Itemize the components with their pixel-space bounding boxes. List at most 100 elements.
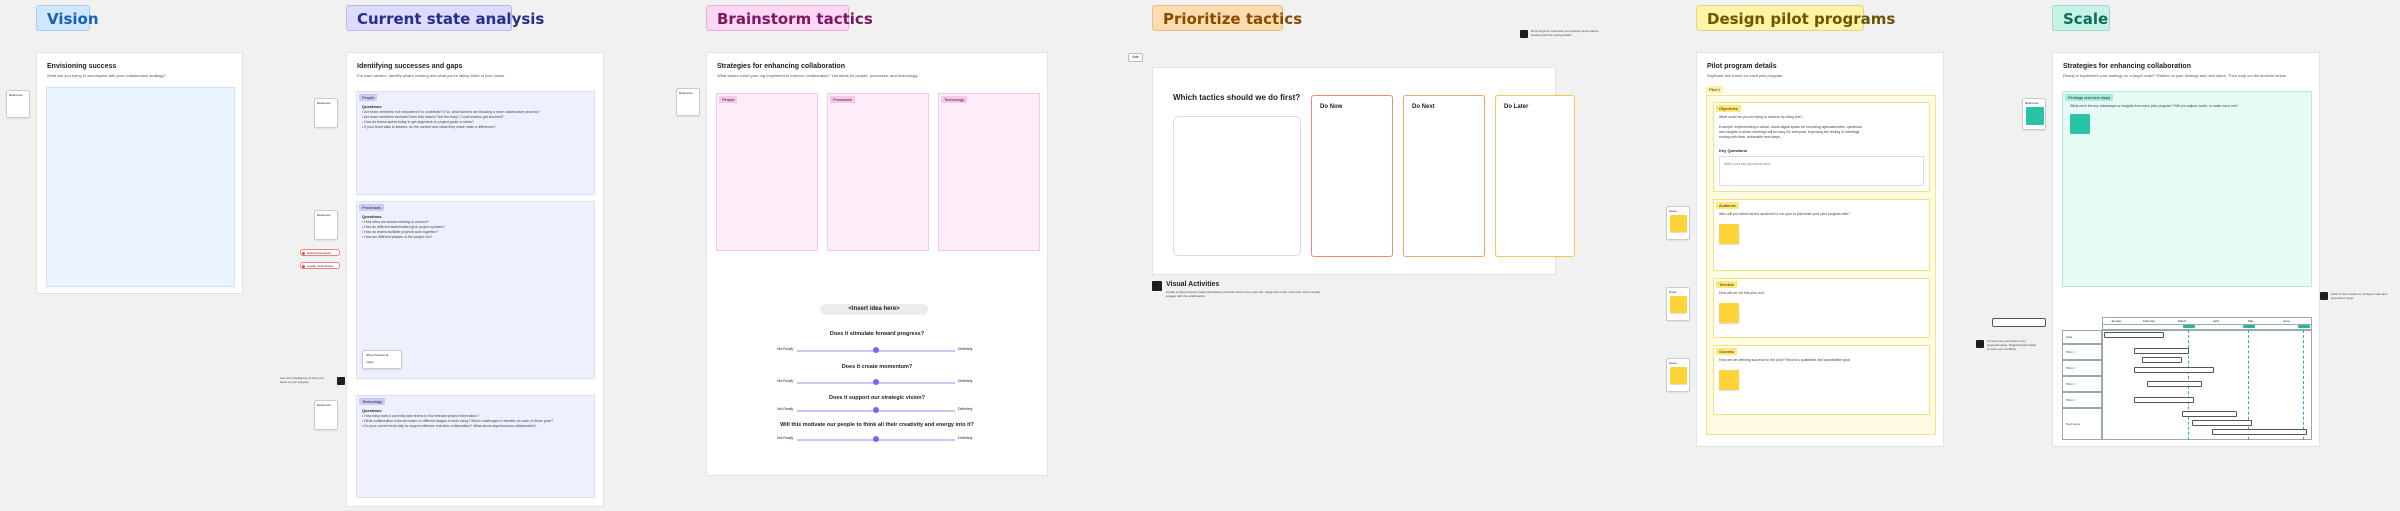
- gantt-bar[interactable]: [2104, 332, 2164, 338]
- findings-box[interactable]: Findings and next steps What were the ke…: [2062, 91, 2312, 287]
- notes-card[interactable]: Notes: [1666, 287, 1690, 321]
- gantt-bar[interactable]: [2142, 357, 2182, 363]
- show-framework-button[interactable]: Show framework: [366, 353, 389, 357]
- vision-canvas-area[interactable]: [46, 87, 235, 287]
- processes-box[interactable]: Processes Questions • How often are team…: [356, 201, 595, 379]
- brainstorm-column-technology[interactable]: Technology: [938, 93, 1040, 251]
- vote-question: Does it stimulate forward progress?: [829, 331, 925, 337]
- notes-card[interactable]: Notes: [1666, 358, 1690, 392]
- slider-knob[interactable]: [873, 407, 879, 413]
- section-label-current-state[interactable]: Current state analysis: [346, 5, 544, 31]
- vote-slider[interactable]: [797, 347, 955, 353]
- frame-title: Envisioning success: [47, 63, 117, 70]
- unsorted-area[interactable]: [1173, 116, 1301, 256]
- frame-title: Identifying successes and gaps: [357, 63, 463, 70]
- vote-slider[interactable]: [797, 436, 955, 442]
- section-label-prioritize[interactable]: Prioritize tactics: [1152, 5, 1302, 31]
- sticky-note[interactable]: [1670, 296, 1687, 313]
- current-state-frame[interactable]: Identifying successes and gaps For each …: [346, 52, 604, 507]
- people-box[interactable]: People Questions • Are team members 'not…: [356, 91, 595, 195]
- gantt-header-row: January February March April May June: [2102, 317, 2312, 325]
- slider-knob[interactable]: [873, 379, 879, 385]
- audience-card[interactable]: Audience Who will you select as the audi…: [1713, 199, 1930, 271]
- sticky-note[interactable]: [1719, 370, 1739, 390]
- timeline-tag: Timeline: [1716, 281, 1737, 288]
- sticky-note[interactable]: [1670, 367, 1687, 384]
- brainstorm-frame[interactable]: Strategies for enhancing collaboration W…: [706, 52, 1048, 476]
- objectives-card[interactable]: Objectives What could we you be trying t…: [1713, 102, 1930, 192]
- gantt-bar[interactable]: [2212, 429, 2307, 435]
- sticky-note[interactable]: [2026, 107, 2044, 125]
- reference-note[interactable]: Reference: [6, 90, 30, 118]
- gantt-marker[interactable]: [2183, 325, 2195, 328]
- sticky-note[interactable]: [2070, 114, 2090, 134]
- prioritize-question: Which tactics should we do first?: [1173, 93, 1301, 102]
- badge-hybrid-experience[interactable]: Hybrid experience: [300, 249, 340, 256]
- vote-slider[interactable]: [797, 379, 955, 385]
- success-card[interactable]: Success How are we defining success for …: [1713, 345, 1930, 415]
- gantt-bar[interactable]: [2192, 420, 2252, 426]
- question-item: • How do teams facilitate projects work …: [362, 230, 438, 234]
- gantt-timeline[interactable]: January February March April May June Ta…: [2062, 317, 2312, 441]
- objectives-question: What could we you be trying to achieve b…: [1719, 115, 1803, 119]
- visual-activities-icon[interactable]: [1152, 281, 1162, 291]
- gantt-row-label: Task: [2062, 330, 2102, 344]
- frame-title: Pilot program details: [1707, 63, 1777, 70]
- timeline-card[interactable]: Timeline How will we roll this pilot out…: [1713, 278, 1930, 338]
- sticky-note[interactable]: [1670, 215, 1687, 232]
- scale-frame[interactable]: Strategies for enhancing collaboration R…: [2052, 52, 2320, 447]
- timeline-config-icon[interactable]: [2320, 292, 2328, 300]
- vote-tag[interactable]: Vote: [1128, 53, 1144, 62]
- notes-card[interactable]: Notes: [1666, 206, 1690, 240]
- gantt-marker-row: [2102, 325, 2312, 330]
- vision-frame[interactable]: Envisioning success What are you trying …: [36, 52, 243, 294]
- question-item: • Are team members excluded from their t…: [362, 115, 504, 119]
- timeline-question: How will we roll this pilot out?: [1719, 291, 1765, 295]
- gantt-bar[interactable]: [2134, 367, 2214, 373]
- reference-note[interactable]: Reference: [2022, 98, 2046, 130]
- prioritize-frame[interactable]: Which tactics should we do first? Do Now…: [1152, 67, 1575, 275]
- pilot-panel[interactable]: Objectives What could we you be trying t…: [1706, 95, 1936, 435]
- pilot-frame[interactable]: Pilot program details Duplicate this fra…: [1696, 52, 1944, 447]
- technology-box[interactable]: Technology Questions • How easy does it …: [356, 395, 595, 498]
- gantt-marker[interactable]: [2298, 325, 2310, 328]
- insert-button[interactable]: Insert: [366, 360, 374, 364]
- sticky-note[interactable]: [1719, 303, 1739, 323]
- gantt-marker[interactable]: [2243, 325, 2255, 328]
- idea-pill[interactable]: <Insert idea here>: [820, 304, 928, 315]
- key-questions-input[interactable]: Write your key questions here: [1719, 156, 1924, 186]
- slider-knob[interactable]: [873, 347, 879, 353]
- connect-task-icon[interactable]: [1976, 340, 1984, 348]
- reference-note[interactable]: Reference: [314, 210, 338, 240]
- frame-title: Strategies for enhancing collaboration: [717, 63, 845, 70]
- ai-hint-text: Use AI in Intelligence to kick your idea…: [280, 376, 325, 384]
- gantt-bar[interactable]: [2147, 381, 2202, 387]
- section-label-brainstorm[interactable]: Brainstorm tactics: [706, 5, 873, 31]
- customize-icon[interactable]: [1520, 30, 1528, 38]
- section-label-pilot[interactable]: Design pilot programs: [1696, 5, 1895, 31]
- sticky-note[interactable]: [1719, 224, 1739, 244]
- gantt-bar[interactable]: [2134, 348, 2189, 354]
- brainstorm-column-people[interactable]: People: [716, 93, 818, 251]
- slider-knob[interactable]: [873, 436, 879, 442]
- badge-leader-involvement[interactable]: Leader involvement: [300, 262, 340, 269]
- gantt-bar[interactable]: [2134, 397, 2194, 403]
- badge-dot-icon: [302, 252, 305, 255]
- reference-note[interactable]: Reference: [314, 98, 338, 128]
- column-do-now[interactable]: Do Now: [1311, 95, 1393, 257]
- framework-popup[interactable]: Show framework Insert: [362, 350, 402, 369]
- reference-note[interactable]: Reference: [314, 400, 338, 430]
- vote-slider[interactable]: [797, 407, 955, 413]
- vote-question: Does it create momentum?: [841, 364, 913, 370]
- task-card-floating[interactable]: [1992, 318, 2046, 327]
- reference-note[interactable]: Reference: [676, 88, 700, 116]
- section-label-vision[interactable]: Vision: [36, 5, 99, 31]
- people-tag: People: [359, 94, 378, 101]
- gantt-bar[interactable]: [2182, 411, 2237, 417]
- brainstorm-column-processes[interactable]: Processes: [827, 93, 929, 251]
- section-label-scale[interactable]: Scale: [2052, 5, 2110, 31]
- column-do-later[interactable]: Do Later: [1495, 95, 1575, 257]
- column-do-next[interactable]: Do Next: [1403, 95, 1485, 257]
- gantt-row-label: Pilot 3: [2062, 376, 2102, 392]
- ai-intelligence-icon[interactable]: [337, 377, 345, 385]
